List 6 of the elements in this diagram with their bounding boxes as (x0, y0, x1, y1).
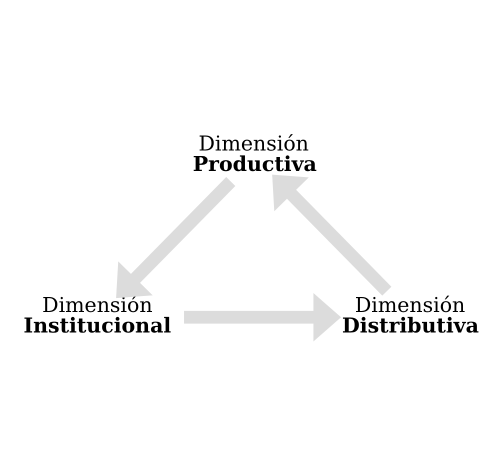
node-text: Dimensión Institucional (24, 292, 172, 337)
arrow (116, 176, 236, 298)
arrow (272, 174, 392, 296)
arrow (184, 292, 342, 341)
node-text: Dimensión Distributiva (342, 292, 479, 337)
node-text: Dimensión Productiva (192, 130, 317, 176)
